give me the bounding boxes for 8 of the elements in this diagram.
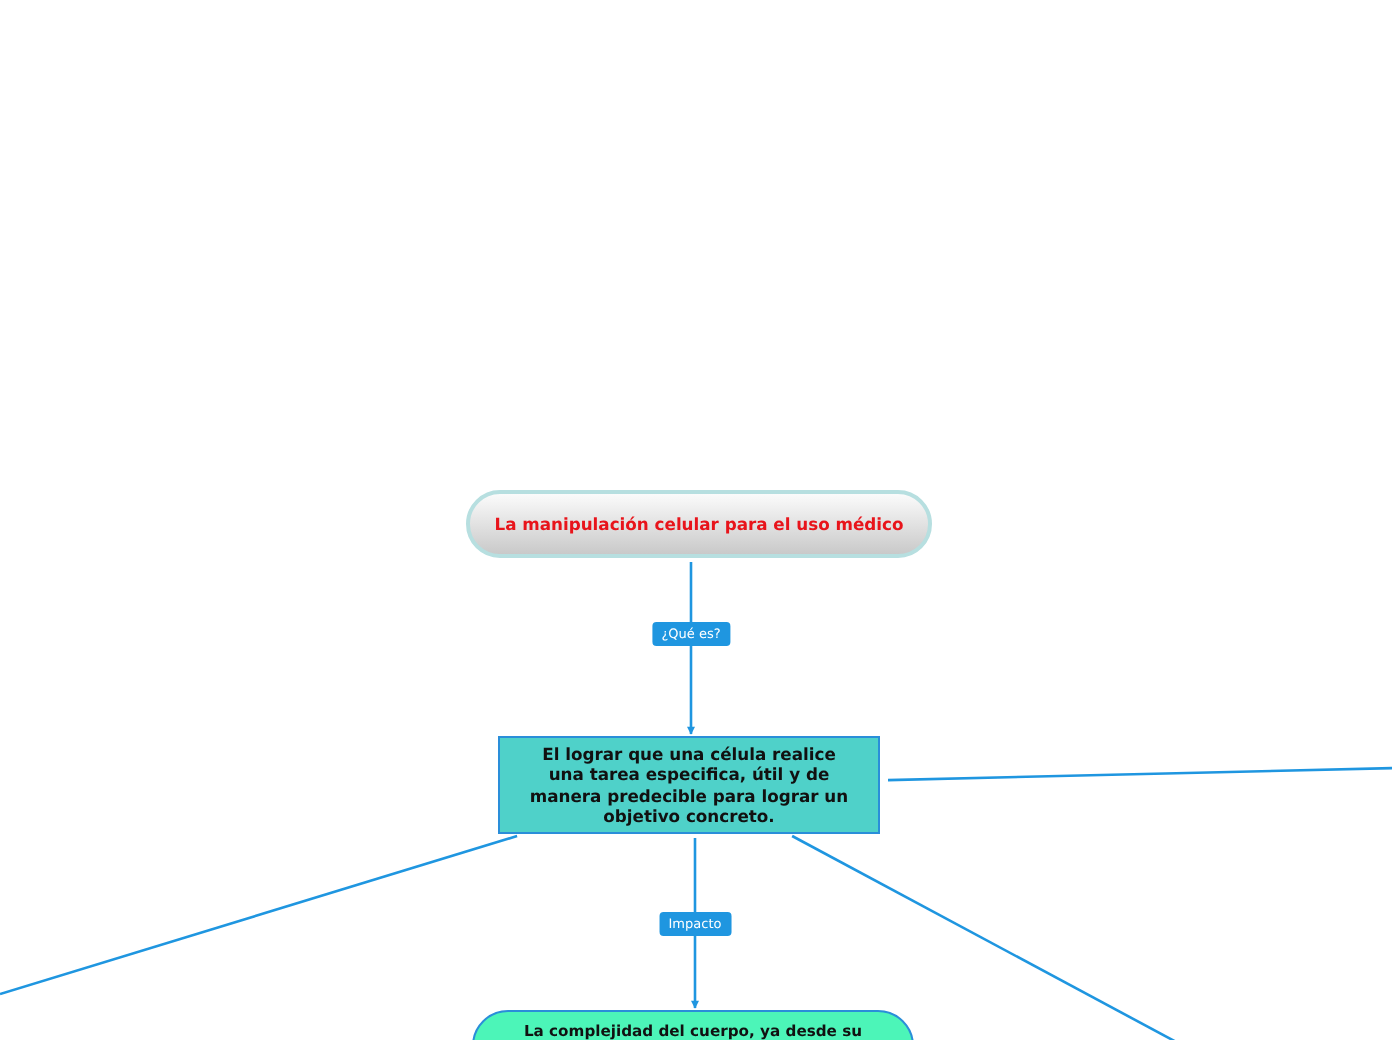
topic-box bbox=[466, 490, 932, 558]
connector-line bbox=[887, 766, 1392, 782]
arrow bbox=[687, 562, 695, 735]
node-text: La manipulación celular para el uso médico bbox=[494, 513, 904, 535]
concept-box bbox=[498, 736, 880, 834]
node-text: El lograr que una célula realice una tarea especifica, útil y de manera predecible para lograr un objetivo concreto. bbox=[527, 744, 851, 826]
arrow bbox=[691, 838, 699, 1009]
connector-line bbox=[0, 834, 518, 996]
